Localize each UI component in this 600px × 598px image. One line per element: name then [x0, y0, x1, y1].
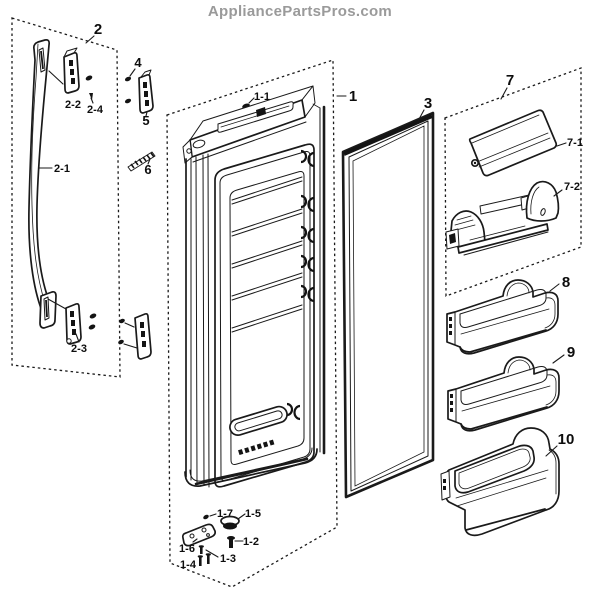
door-bottom-edge	[184, 447, 318, 487]
callout-7-2: 7-2	[564, 181, 580, 193]
callout-4: 4	[134, 55, 142, 70]
callout-8: 8	[562, 274, 570, 291]
part-10-door-bin: 10	[440, 427, 575, 537]
door-top-cap	[182, 85, 316, 164]
part-1-6-hinge-plate: 1-6	[179, 523, 217, 555]
group-box-1-door: 1	[166, 59, 357, 588]
callout-6: 6	[144, 162, 151, 177]
door-shelf-rails	[231, 176, 303, 333]
part-3-door-gasket: 3	[341, 95, 435, 499]
part-6-shim-strip: 6	[127, 151, 156, 177]
part-2-1-handle-bar: 2-1	[28, 39, 70, 329]
callout-2-1: 2-1	[54, 163, 70, 175]
callout-7-1: 7-1	[567, 137, 583, 149]
door-handle-recess	[229, 405, 288, 456]
part-1-4-pins: 1-4	[180, 553, 211, 571]
door-inner-panel	[229, 171, 305, 465]
callout-1-1: 1-1	[254, 91, 270, 103]
callout-2: 2	[94, 21, 102, 38]
group-box-2-handle: 2	[11, 17, 121, 378]
part-2-2-upper-mount: 2-2	[48, 47, 81, 111]
part-1-2-bolt: 1-2	[227, 536, 259, 548]
callout-1-4: 1-4	[180, 559, 197, 571]
callout-2-3: 2-3	[71, 343, 87, 355]
site-title: AppliancePartsPros.com	[207, 3, 393, 20]
lower-hinge-bracket	[118, 312, 152, 360]
callout-3: 3	[424, 95, 432, 112]
part-7-1-dairy-cover: 7-1	[468, 109, 583, 177]
callout-9: 9	[567, 344, 575, 361]
callout-1-5: 1-5	[245, 508, 261, 520]
group-box-7-dairy: 7	[444, 67, 582, 297]
door-left-edge	[185, 153, 210, 488]
part-1-3-pin: 1-3	[198, 545, 236, 565]
part-1-door: 1-1	[182, 85, 326, 488]
part-2-4-screws: 2-4	[85, 75, 104, 116]
part-2-3-lower-mount: 2-3	[47, 298, 97, 355]
callout-5: 5	[142, 113, 149, 128]
door-right-edge	[312, 103, 326, 455]
part-1-5-bearing-cam: 1-5	[220, 508, 261, 530]
door-shelf-clips	[286, 149, 315, 421]
part-5-hinge-bracket: 5	[138, 69, 154, 128]
part-4-screws: 4	[124, 55, 142, 104]
callout-1-6: 1-6	[179, 543, 195, 555]
callout-1-2: 1-2	[243, 536, 259, 548]
callout-2-2: 2-2	[65, 99, 81, 111]
callout-2-4: 2-4	[87, 104, 104, 116]
part-8-door-bin	[446, 279, 559, 355]
callout-1-3: 1-3	[220, 553, 236, 565]
callout-7: 7	[506, 72, 514, 89]
door-bottom-hardware: 1-7 1-5 1-6 1-2	[179, 508, 261, 571]
part-9-door-bin	[447, 356, 560, 432]
callout-10: 10	[558, 431, 575, 448]
part-7-2-dairy-bin: 7-2	[445, 180, 580, 256]
callout-1: 1	[349, 88, 357, 105]
